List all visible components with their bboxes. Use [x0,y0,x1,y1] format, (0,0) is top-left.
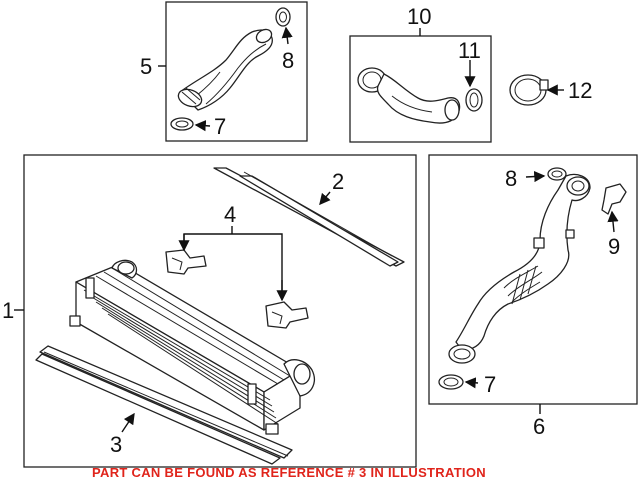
callout-9: 9 [608,234,620,259]
callout-4: 4 [224,202,236,227]
bracket-4-left [165,249,207,275]
group-box-6 [428,154,638,405]
callout-7-top: 7 [214,114,226,139]
clamp-12 [509,74,549,106]
clamp-11 [465,88,483,112]
group-box-1 [23,154,417,468]
callout-11: 11 [458,38,481,63]
callout-7-right: 7 [484,372,496,397]
callout-12: 12 [568,78,592,103]
callout-2: 2 [332,169,344,194]
sensor-9 [601,183,627,215]
charge-pipe-10-part [357,67,461,124]
callout-6: 6 [533,414,545,439]
seal-strip-3 [35,345,293,465]
callout-3: 3 [110,432,122,457]
charge-pipe-6-part [448,173,591,364]
callout-8-top: 8 [282,48,294,73]
intercooler-core [69,259,315,435]
charge-pipe-upper-part [177,28,273,111]
callout-1: 1 [2,298,14,323]
group-box-5 [165,1,308,142]
gasket-7-right [438,374,464,390]
gasket-8-right [547,167,567,181]
gasket-8-top [275,7,291,27]
callout-10: 10 [407,4,431,29]
callout-5: 5 [140,54,152,79]
gasket-7-top [170,117,194,131]
seal-strip-2 [213,167,405,267]
reference-note: PART CAN BE FOUND AS REFERENCE # 3 IN IL… [92,465,486,480]
bracket-4-right [265,301,309,329]
callout-8-right: 8 [505,166,517,191]
